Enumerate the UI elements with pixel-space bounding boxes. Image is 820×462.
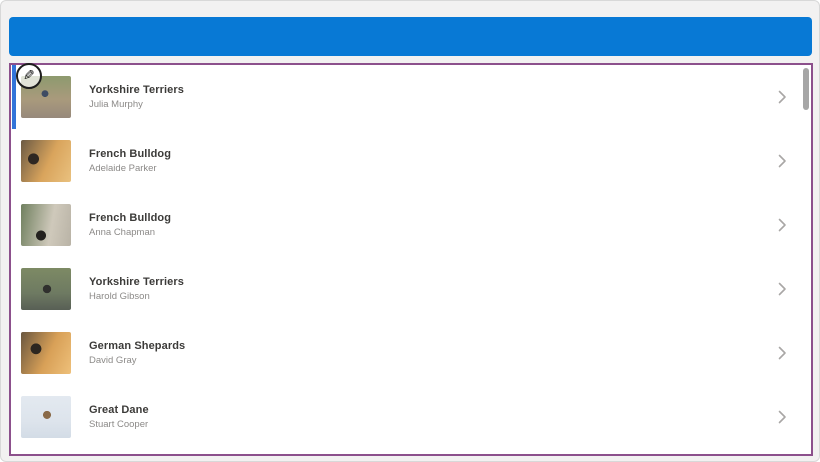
chevron-right-icon[interactable] bbox=[778, 218, 787, 232]
dog-photo-thumbnail bbox=[21, 268, 71, 310]
gallery-row[interactable]: French Bulldog Adelaide Parker bbox=[11, 129, 811, 193]
owner-subtitle: Harold Gibson bbox=[89, 291, 150, 302]
scrollbar-thumb[interactable] bbox=[803, 68, 809, 110]
gallery-row[interactable]: French Bulldog Anna Chapman bbox=[11, 193, 811, 257]
owner-subtitle: Julia Murphy bbox=[89, 99, 143, 110]
owner-subtitle: Anna Chapman bbox=[89, 227, 156, 238]
breed-title: French Bulldog bbox=[89, 148, 172, 160]
header-button[interactable] bbox=[9, 17, 812, 56]
gallery-row[interactable]: German Shepards David Gray bbox=[11, 321, 811, 385]
dog-photo-thumbnail bbox=[21, 204, 71, 246]
owner-subtitle: Stuart Cooper bbox=[89, 419, 149, 430]
chevron-right-icon[interactable] bbox=[778, 154, 787, 168]
breed-title: German Shepards bbox=[89, 340, 186, 352]
owner-subtitle: David Gray bbox=[89, 355, 137, 366]
gallery-row[interactable]: ✎ Yorkshire Terriers Julia Murphy bbox=[11, 63, 811, 129]
breed-title: French Bulldog bbox=[89, 212, 172, 224]
dog-gallery: ✎ Yorkshire Terriers Julia Murphy French… bbox=[9, 63, 813, 456]
gallery-row[interactable]: Yorkshire Terriers Harold Gibson bbox=[11, 257, 811, 321]
breed-title: Great Dane bbox=[89, 404, 149, 416]
dog-photo-thumbnail bbox=[21, 396, 71, 438]
breed-title: Yorkshire Terriers bbox=[89, 84, 184, 96]
selected-item-indicator bbox=[12, 65, 16, 129]
gallery-row[interactable]: Great Dane Stuart Cooper bbox=[11, 385, 811, 449]
dog-photo-thumbnail bbox=[21, 332, 71, 374]
breed-title: Yorkshire Terriers bbox=[89, 276, 184, 288]
edit-pencil-icon[interactable]: ✎ bbox=[16, 63, 42, 89]
chevron-right-icon[interactable] bbox=[778, 346, 787, 360]
chevron-right-icon[interactable] bbox=[778, 410, 787, 424]
chevron-right-icon[interactable] bbox=[778, 282, 787, 296]
chevron-right-icon[interactable] bbox=[778, 90, 787, 104]
owner-subtitle: Adelaide Parker bbox=[89, 163, 157, 174]
dog-photo-thumbnail bbox=[21, 140, 71, 182]
